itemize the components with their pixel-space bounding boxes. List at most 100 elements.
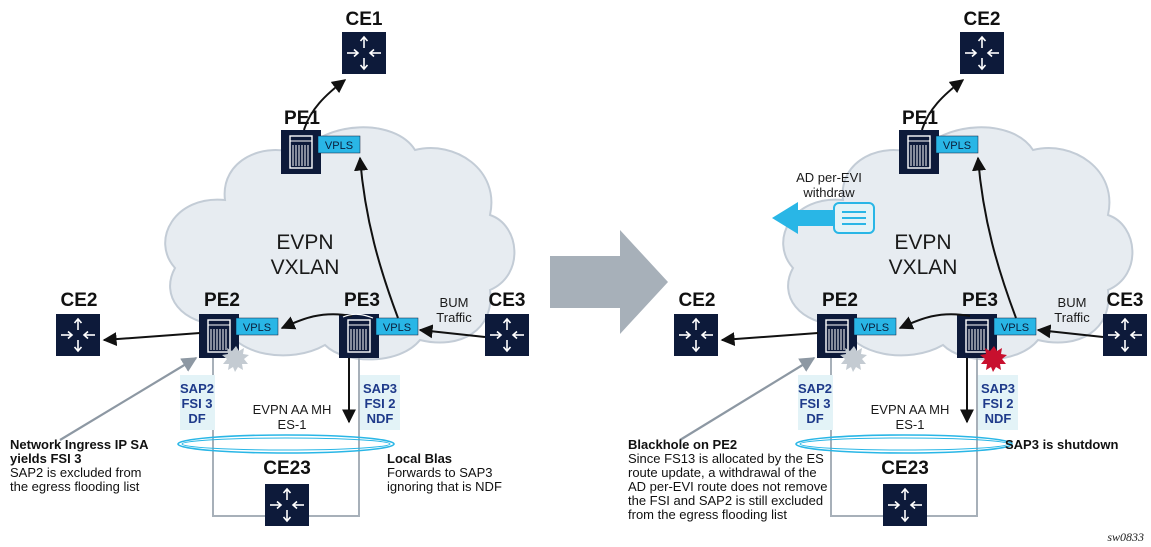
arrow-pe1-to-ce1 bbox=[303, 79, 347, 131]
pe3-server[interactable] bbox=[339, 314, 379, 358]
ce23-router[interactable] bbox=[265, 484, 309, 526]
arrow-right-pe1-to-ce bbox=[921, 79, 965, 131]
pe2-vpls-box bbox=[235, 317, 279, 336]
sap2-right-line2: FSI 3 bbox=[799, 396, 830, 411]
left-note-bold-2: yields FSI 3 bbox=[10, 451, 82, 466]
ce23-right-router[interactable] bbox=[883, 484, 927, 526]
es-label-line1: EVPN AA MH bbox=[253, 402, 332, 417]
bum-label-line1: BUM bbox=[440, 295, 469, 310]
right-panel-note-3: AD per-EVI route does not remove bbox=[628, 479, 827, 494]
arrow-pe3-to-pe1 bbox=[354, 156, 399, 319]
transition-arrow-icon bbox=[550, 230, 668, 334]
pe1-right-server[interactable] bbox=[899, 130, 939, 174]
right-panel: EVPN VXLAN AD per-EVI withdraw CE2 PE1 V… bbox=[628, 9, 1147, 526]
arrow-right-pe3-to-pe2 bbox=[898, 313, 971, 330]
evpn-cloud-right bbox=[782, 126, 1134, 361]
withdraw-route-icon bbox=[833, 202, 875, 234]
bum-right-line1: BUM bbox=[1058, 295, 1087, 310]
sap2-right-line3: DF bbox=[806, 411, 823, 426]
bum-right-line2: Traffic bbox=[1054, 310, 1090, 325]
withdraw-arrow-icon bbox=[772, 202, 835, 234]
sap2-line2: FSI 3 bbox=[181, 396, 212, 411]
right-panel-note-2: route update, a withdrawal of the bbox=[628, 465, 817, 480]
ce1-label: CE1 bbox=[346, 9, 383, 30]
figure-tag: sw0833 bbox=[1107, 530, 1144, 544]
ce2-router[interactable] bbox=[56, 314, 100, 356]
arrow-pe2-to-ce2 bbox=[102, 332, 201, 347]
sap3-line3: NDF bbox=[367, 411, 394, 426]
evpn-cloud bbox=[164, 126, 516, 361]
sap3-right-line2: FSI 2 bbox=[982, 396, 1013, 411]
pe3-label: PE3 bbox=[344, 290, 380, 311]
right-note-2: ignoring that is NDF bbox=[387, 479, 502, 494]
ce2-right-label: CE2 bbox=[679, 290, 716, 311]
pe2-sap-star-icon bbox=[222, 346, 249, 372]
sap2-right-box bbox=[798, 375, 833, 430]
pe1-server[interactable] bbox=[281, 130, 321, 174]
left-panel: EVPN VXLAN CE1 PE1 VPLS PE2 VPLS PE3 VPL… bbox=[10, 9, 529, 526]
pe2-label: PE2 bbox=[204, 290, 240, 311]
ce2-right-router[interactable] bbox=[674, 314, 718, 356]
sap2-line1: SAP2 bbox=[180, 381, 214, 396]
sap2-right-line1: SAP2 bbox=[798, 381, 832, 396]
pe3-right-vpls-label: VPLS bbox=[1001, 322, 1029, 334]
cloud-label-line1: EVPN bbox=[276, 231, 333, 254]
sap2-box bbox=[180, 375, 215, 430]
right-panel-note-4: the FSI and SAP2 is still excluded bbox=[628, 493, 823, 508]
pe1-vpls-label: VPLS bbox=[325, 140, 353, 152]
es1-right-ring bbox=[795, 434, 1013, 454]
cloud-right-label-line2: VXLAN bbox=[889, 256, 958, 279]
pe1-right-label: PE1 bbox=[902, 108, 938, 129]
cloud-label-line2: VXLAN bbox=[271, 256, 340, 279]
withdraw-label-line1: AD per-EVI bbox=[796, 170, 862, 185]
sap3-right-line3: NDF bbox=[985, 411, 1012, 426]
sap3-line1: SAP3 bbox=[363, 381, 397, 396]
pe1-label: PE1 bbox=[284, 108, 320, 129]
ce23-right-label: CE23 bbox=[881, 458, 929, 479]
bum-label-line2: Traffic bbox=[436, 310, 472, 325]
es-right-line2: ES-1 bbox=[896, 417, 925, 432]
sap3-line2: FSI 2 bbox=[364, 396, 395, 411]
ce3-right-label: CE3 bbox=[1107, 290, 1144, 311]
pe3-right-label: PE3 bbox=[962, 290, 998, 311]
right-note-1: Forwards to SAP3 bbox=[387, 465, 493, 480]
ce2-label: CE2 bbox=[61, 290, 98, 311]
right-panel-note-bold: Blackhole on PE2 bbox=[628, 437, 737, 452]
pe2-right-vpls-label: VPLS bbox=[861, 322, 889, 334]
arrow-right-ce3-to-pe3 bbox=[1036, 324, 1104, 339]
pointer-note-to-pe2 bbox=[59, 357, 198, 441]
withdraw-label-line2: withdraw bbox=[802, 185, 855, 200]
left-note-2: the egress flooding list bbox=[10, 479, 140, 494]
arrow-ce3-to-pe3 bbox=[418, 324, 486, 339]
arrow-right-pe3-to-pe1 bbox=[972, 156, 1017, 319]
sap3-right-line1: SAP3 bbox=[981, 381, 1015, 396]
sap2-line3: DF bbox=[188, 411, 205, 426]
ce1-router[interactable] bbox=[342, 32, 386, 74]
right-panel-note-1: Since FS13 is allocated by the ES bbox=[628, 451, 824, 466]
arrow-pe3-to-pe2 bbox=[280, 313, 353, 330]
right-note-bold-1: Local Blas bbox=[387, 451, 452, 466]
ce3-right-router[interactable] bbox=[1103, 314, 1147, 356]
ce2-top-router[interactable] bbox=[960, 32, 1004, 74]
pointer-right-note-to-pe2 bbox=[679, 357, 816, 441]
sap3-right-box bbox=[978, 375, 1018, 430]
arrow-pe3-trail bbox=[342, 313, 374, 319]
pe1-vpls-box bbox=[317, 135, 361, 154]
arrow-right-pe2-to-ce2 bbox=[720, 332, 819, 347]
pe3-vpls-label: VPLS bbox=[383, 322, 411, 334]
cloud-right-label-line1: EVPN bbox=[894, 231, 951, 254]
pe3-shutdown-star-icon bbox=[980, 346, 1007, 372]
ce3-router[interactable] bbox=[485, 314, 529, 356]
sap3-box bbox=[360, 375, 400, 430]
sap3-shutdown-note: SAP3 is shutdown bbox=[1005, 437, 1118, 452]
ce2-top-label: CE2 bbox=[964, 9, 1001, 30]
left-note-1: SAP2 is excluded from bbox=[10, 465, 142, 480]
pe2-right-label: PE2 bbox=[822, 290, 858, 311]
ce23-label: CE23 bbox=[263, 458, 311, 479]
left-note-bold-1: Network Ingress IP SA bbox=[10, 437, 149, 452]
pe2-right-sap-star-icon bbox=[840, 346, 867, 372]
es-label-line2: ES-1 bbox=[278, 417, 307, 432]
right-panel-note-5: from the egress flooding list bbox=[628, 507, 787, 522]
es-right-line1: EVPN AA MH bbox=[871, 402, 950, 417]
